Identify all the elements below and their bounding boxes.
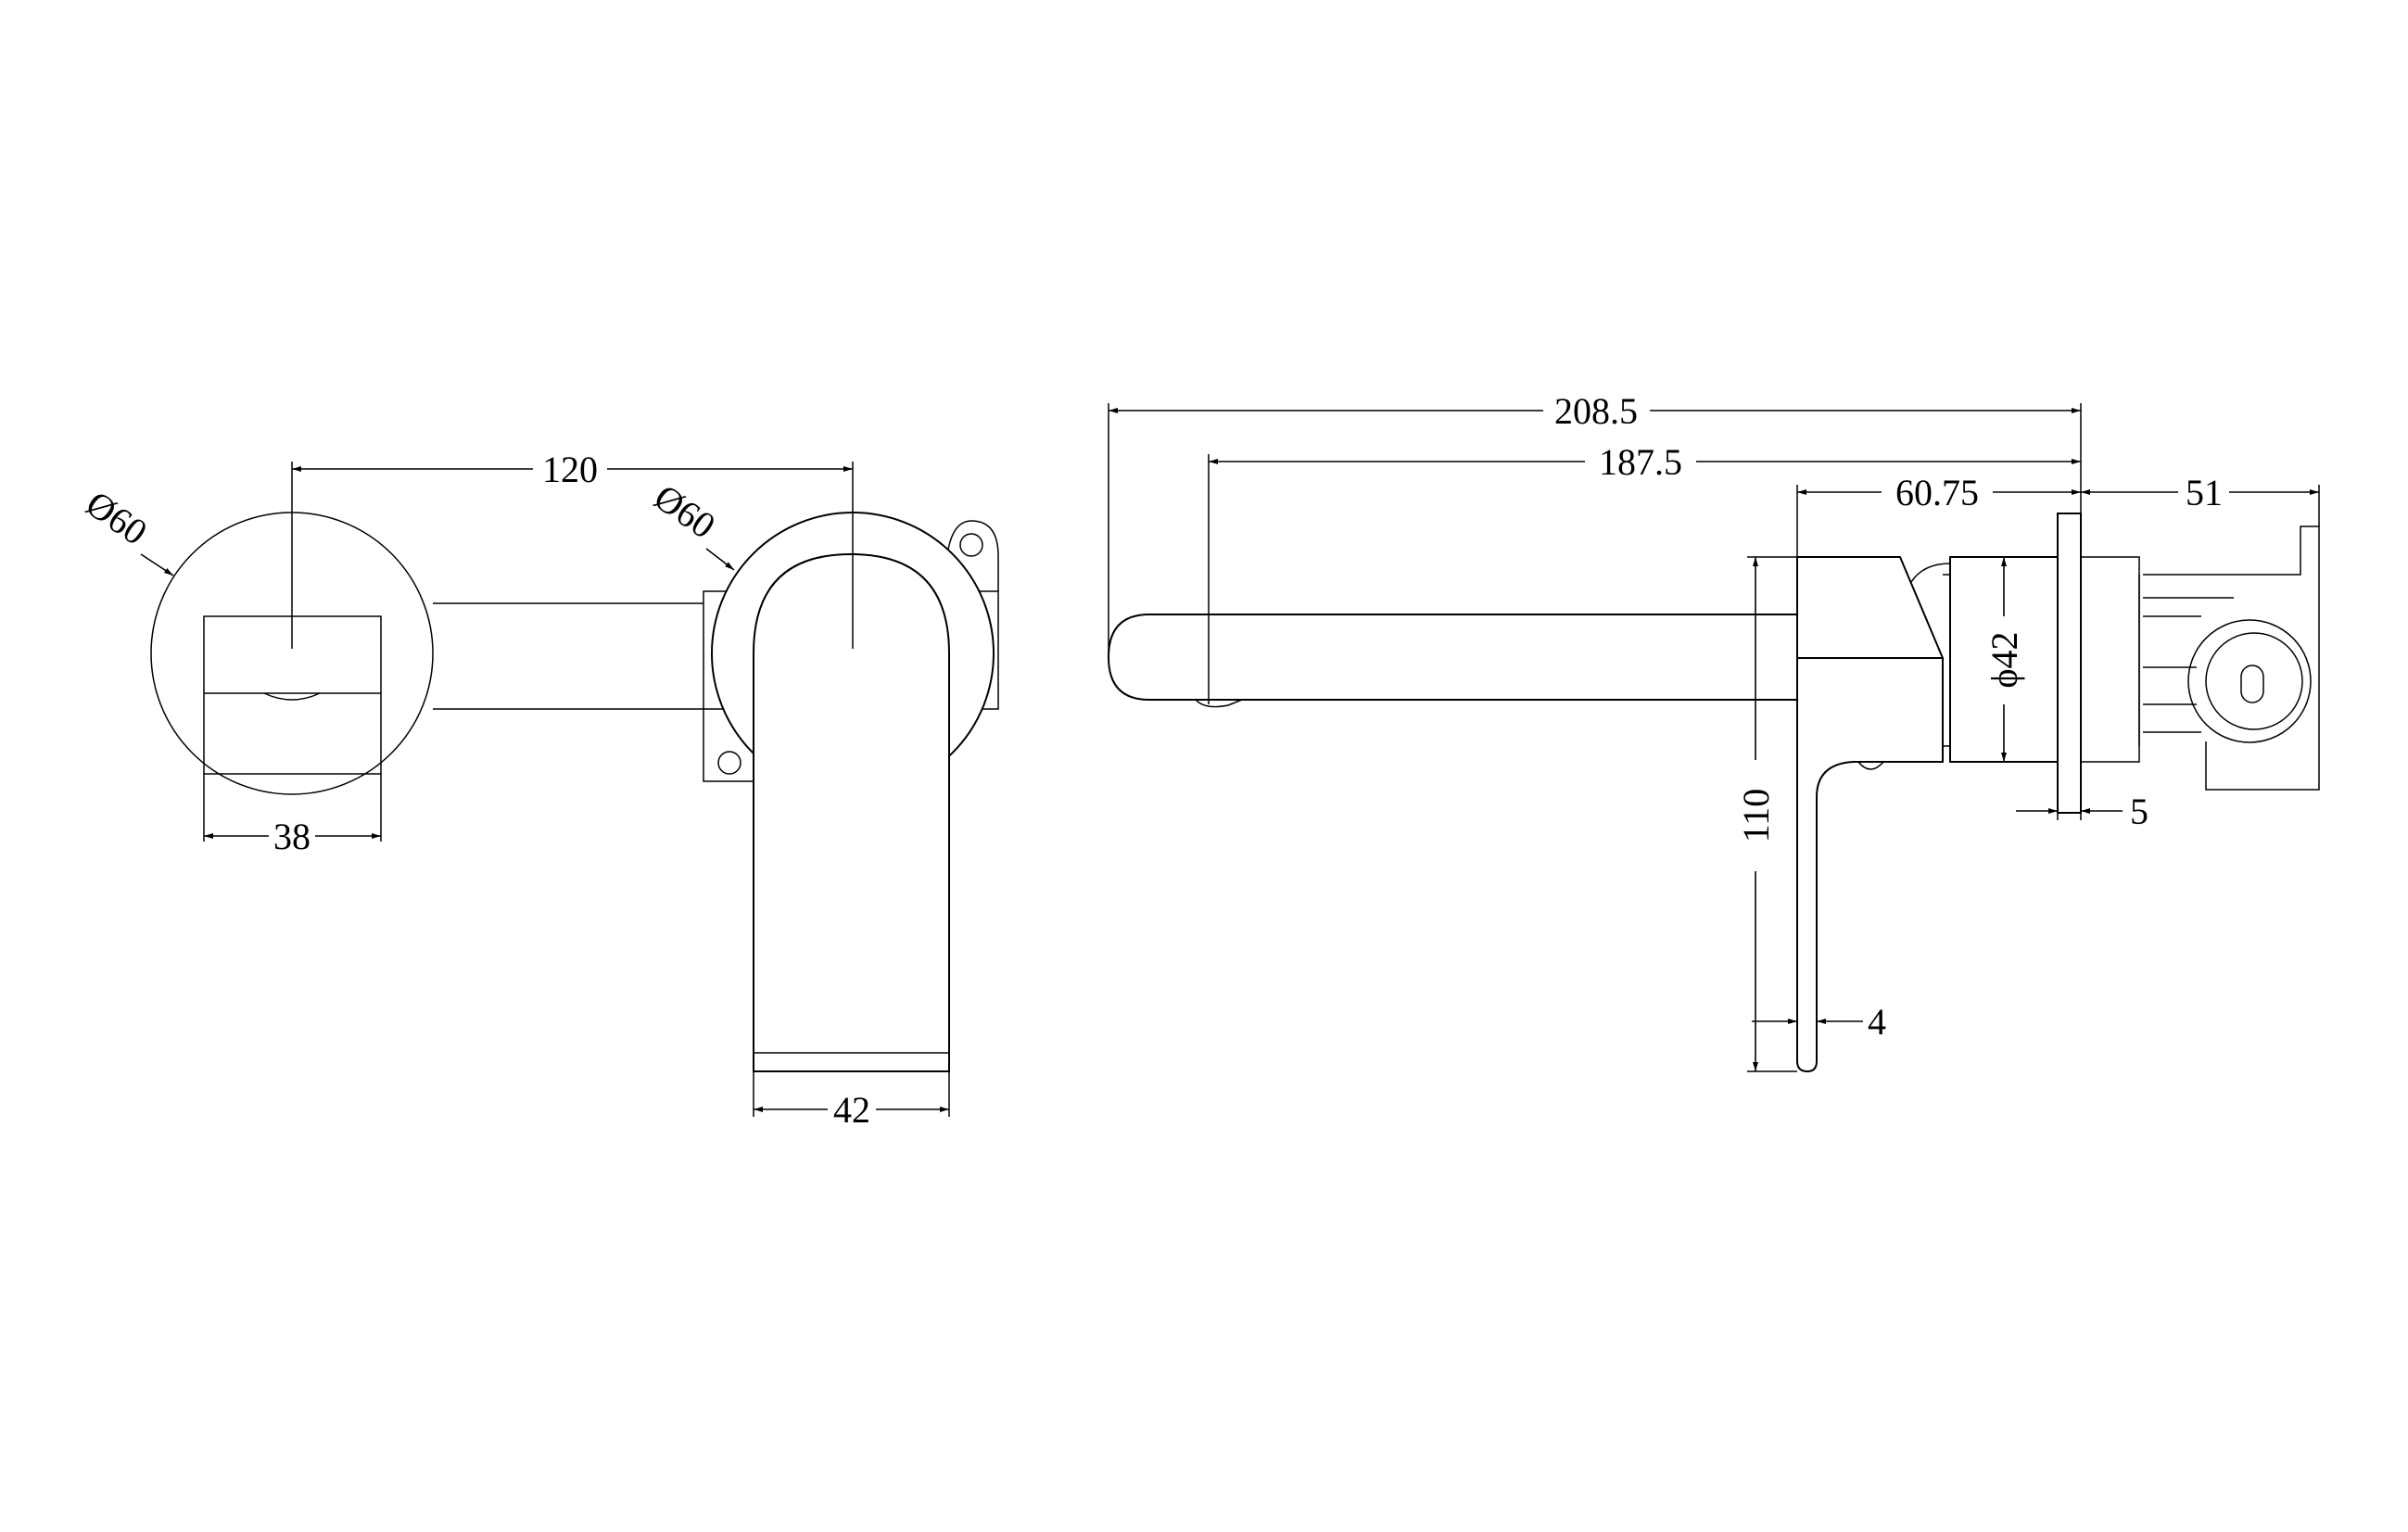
mixer-body xyxy=(1797,556,1945,659)
dim-label-left-diameter: Ø60 xyxy=(79,483,155,553)
leader-left-diameter xyxy=(140,553,174,576)
lever-pivot xyxy=(1857,761,1884,770)
spout-body xyxy=(753,552,950,1072)
dim-label-51: 51 xyxy=(2186,472,2223,513)
dim-label-208-5: 208.5 xyxy=(1554,390,1638,432)
valve-housing xyxy=(2143,525,2320,791)
mount-hole xyxy=(717,751,741,775)
valve-slot xyxy=(2240,665,2264,703)
dim-label-120: 120 xyxy=(542,449,598,490)
dim-label-right-diameter: Ø60 xyxy=(647,476,723,547)
mount-ear-hole xyxy=(959,533,983,557)
front-view: 120 38 42 Ø60 Ø60 xyxy=(79,449,999,1131)
side-view: 208.5 187.5 60.75 51 ϕ42 5 110 4 xyxy=(1107,390,2320,1073)
dim-label-38: 38 xyxy=(273,816,311,857)
dim-label-4: 4 xyxy=(1868,1001,1886,1043)
lever-handle xyxy=(1796,557,1944,1073)
leader-right-diameter xyxy=(705,548,735,571)
threaded-ring xyxy=(2080,556,2140,763)
dim-label-60-75: 60.75 xyxy=(1895,472,1979,513)
dim-label-5: 5 xyxy=(2130,791,2148,832)
dim-label-phi-42: ϕ42 xyxy=(1983,631,2025,688)
valve-outlet-outer xyxy=(2187,619,2312,743)
dim-label-110: 110 xyxy=(1735,789,1777,843)
valve-outlet-inner xyxy=(2205,632,2303,730)
dim-label-42: 42 xyxy=(833,1089,870,1131)
dim-label-187-5: 187.5 xyxy=(1599,441,1682,483)
aerator-detail xyxy=(1195,699,1243,708)
spout-side xyxy=(1107,614,1797,701)
handle-grip-detail xyxy=(263,692,321,701)
wall-plate-side xyxy=(2057,513,2082,814)
body-curve xyxy=(1910,563,1951,583)
